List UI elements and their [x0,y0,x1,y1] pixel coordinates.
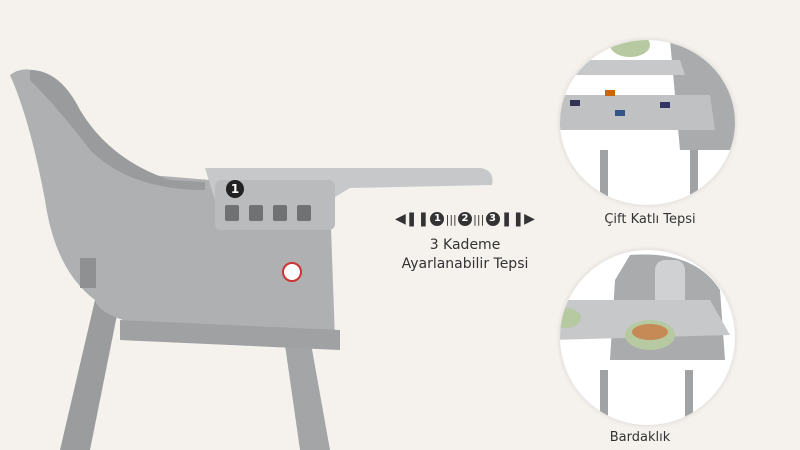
cup-holder-image [560,250,735,425]
divider-icon: ||| [445,212,457,226]
adjustment-caption: 3 Kademe Ayarlanabilir Tepsi [380,236,550,274]
tray-position-badge: 1 [226,180,244,198]
step-2: 2 [457,212,472,226]
step-1: 1 [430,212,445,226]
adjustment-subtitle: Ayarlanabilir Tepsi [401,256,529,272]
adjustment-steps-indicator: ◀❚❚ 1 ||| 2 ||| 3 ❚❚▶ [395,210,535,228]
arrow-right-icon: ❚❚▶ [500,211,535,227]
feature-label-double-tray: Çift Katlı Tepsi [604,212,696,227]
feature-label-cup-holder: Bardaklık [609,430,671,445]
double-tray-image [560,40,735,205]
high-chair-side-view [10,69,493,450]
arrow-left-icon: ◀❚❚ [395,211,430,227]
step-3: 3 [485,212,500,226]
adjustment-title: 3 Kademe [429,237,501,253]
divider-icon: ||| [473,212,485,226]
